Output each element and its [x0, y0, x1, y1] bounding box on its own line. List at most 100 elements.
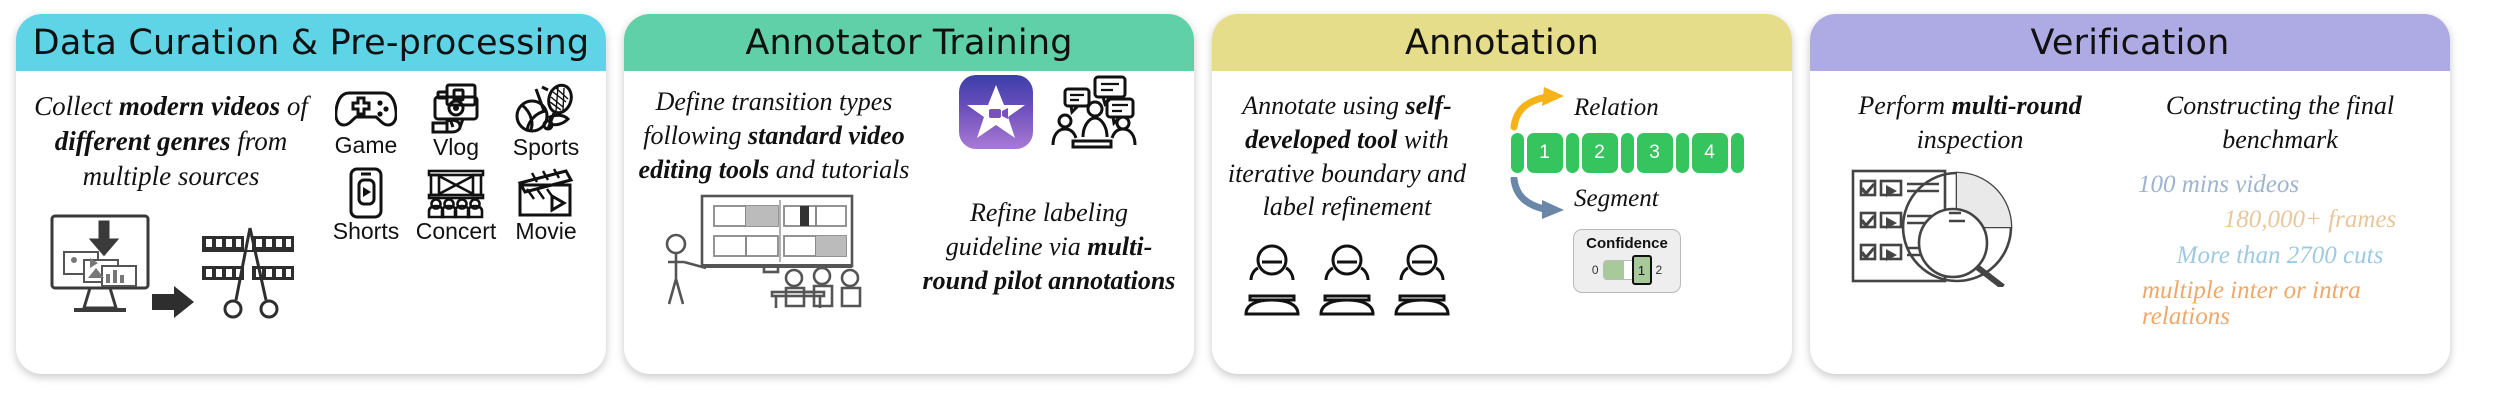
- panel-3-title: Annotation: [1405, 22, 1599, 63]
- segment-box[interactable]: 1: [1526, 133, 1563, 173]
- phone-icon: [349, 167, 383, 219]
- desc-part: from multiple sources: [82, 126, 288, 192]
- stat-item: multiple inter or intra relations: [2142, 276, 2361, 331]
- genre-label: Sports: [512, 134, 580, 160]
- desc-bold: multi-round pilot annotations: [922, 232, 1176, 295]
- panel-4-title: Verification: [2030, 22, 2230, 63]
- panel-annotator-training: Annotator Training Define transition typ…: [624, 14, 1194, 374]
- classroom-presentation-art: [665, 195, 862, 309]
- genre-label: Shorts: [332, 218, 400, 244]
- desc-bold-2: different genres: [54, 126, 231, 157]
- team-discussion-icon: [1051, 75, 1137, 149]
- panel-3-body: Annotate using self-developed tool with …: [1212, 71, 1792, 374]
- relation-label: Relation: [1574, 94, 1659, 121]
- curation-pipeline-art: [44, 208, 299, 333]
- segment-divider: [1565, 133, 1579, 173]
- panel-1-title: Data Curation & Pre-processing: [32, 22, 590, 63]
- clapperboard-icon: [517, 168, 574, 217]
- genre-item-shorts: Shorts: [333, 167, 399, 245]
- concert-icon: [427, 169, 485, 219]
- segment-divider: [1730, 133, 1744, 173]
- panel-data-curation: Data Curation & Pre-processing Collect m…: [16, 14, 606, 374]
- stat-item: More than 2700 cuts: [2176, 242, 2384, 270]
- segment-box[interactable]: 2: [1581, 133, 1618, 173]
- desc-part: of: [280, 91, 308, 121]
- segment-box[interactable]: 3: [1636, 133, 1673, 173]
- panel-3-header: Annotation: [1212, 14, 1792, 71]
- relation-row: Relation: [1508, 85, 1659, 131]
- panel-2-bottom-row: Refine labeling guideline via multi-roun…: [634, 192, 1184, 310]
- segment-box[interactable]: 4: [1691, 133, 1728, 173]
- panel-1-genre-column: Game: [316, 75, 596, 366]
- panel-2-title: Annotator Training: [745, 22, 1073, 63]
- camera-icon: [431, 83, 479, 134]
- genre-item-movie: Movie: [514, 167, 578, 245]
- segment-divider: [1620, 133, 1634, 173]
- confidence-title: Confidence: [1586, 235, 1668, 252]
- confidence-fill: [1603, 261, 1624, 279]
- desc-part: Refine labeling guideline via: [945, 198, 1129, 262]
- gamepad-icon: [334, 91, 397, 127]
- panel-2-header: Annotator Training: [624, 14, 1194, 71]
- desc-part: Annotate using: [1242, 91, 1406, 120]
- panel-verification: Verification Perform multi-round inspect…: [1810, 14, 2450, 374]
- confidence-min-label: 0: [1591, 263, 1599, 277]
- panel-2-body: Define transition types following standa…: [624, 71, 1194, 374]
- relation-arrow-icon: [1510, 87, 1564, 131]
- segment-strip: 1 2 3 4: [1510, 133, 1744, 173]
- panel-3-left-column: Annotate using self-developed tool with …: [1222, 75, 1472, 366]
- genre-label: Movie: [515, 218, 577, 244]
- desc-bold: self-developed tool: [1245, 91, 1452, 154]
- panel-4-right-column: Constructing the final benchmark 100 min…: [2120, 75, 2440, 366]
- panel-1-description: Collect modern videos of different genre…: [26, 89, 316, 194]
- classroom-art-wrap: [634, 192, 914, 310]
- checklist-piechart-magnifier-icon: [1851, 169, 2013, 287]
- segment-divider: [1675, 133, 1689, 173]
- segment-row: Segment: [1508, 177, 1659, 221]
- panel-4-body: Perform multi-round inspection: [1810, 71, 2450, 374]
- sports-icon: [515, 83, 573, 133]
- imovie-star-icon: [959, 75, 1033, 149]
- genre-label: Vlog: [432, 134, 480, 160]
- confidence-knob[interactable]: 1: [1631, 255, 1652, 285]
- panel-annotation: Annotation Annotate using self-developed…: [1212, 14, 1792, 374]
- panel-2-description-bottom: Refine labeling guideline via multi-roun…: [914, 192, 1184, 297]
- panel-4-left-column: Perform multi-round inspection: [1820, 75, 2120, 366]
- panel-1-header: Data Curation & Pre-processing: [16, 14, 606, 71]
- panel-4-subtitle: Constructing the final benchmark: [2165, 91, 2395, 154]
- genre-item-concert: Concert: [415, 167, 497, 245]
- desc-part: and tutorials: [769, 154, 910, 184]
- confidence-widget[interactable]: Confidence 0 1 2: [1573, 229, 1681, 293]
- desc-part: with iterative boundary and label refine…: [1227, 124, 1467, 222]
- genre-item-game: Game: [334, 83, 398, 159]
- genre-item-sports: Sports: [513, 83, 579, 161]
- confidence-slider[interactable]: 0 1 2: [1592, 255, 1662, 285]
- panel-4-header: Verification: [1810, 14, 2450, 71]
- confidence-max-label: 2: [1655, 263, 1663, 277]
- desc-part: Perform: [1858, 91, 1952, 120]
- panel-1-left-column: Collect modern videos of different genre…: [26, 75, 316, 366]
- panel-2-icon-row: [914, 75, 1184, 149]
- desc-bold: standard video editing tools: [638, 120, 905, 184]
- benchmark-stats-list: 100 mins videos 180,000+ frames More tha…: [2120, 171, 2440, 331]
- panel-2-top-row: Define transition types following standa…: [634, 75, 1184, 186]
- three-annotators-icon: [1244, 244, 1450, 316]
- desc-bold: multi-round: [1951, 91, 2082, 120]
- desc-part: Collect: [34, 91, 119, 121]
- segment-divider: [1510, 133, 1524, 173]
- panel-4-description: Perform multi-round inspection: [1820, 89, 2120, 157]
- segment-label: Segment: [1574, 185, 1659, 212]
- desc-part: Define transition types following: [643, 87, 893, 150]
- stat-item: 100 mins videos: [2138, 170, 2300, 198]
- desc-part: inspection: [1916, 124, 2024, 154]
- genre-label: Concert: [415, 218, 497, 244]
- genre-grid: Game: [321, 83, 591, 251]
- genre-item-vlog: Vlog: [425, 83, 487, 161]
- desc-bold-1: modern videos: [118, 91, 281, 121]
- stat-item: 180,000+ frames: [2223, 206, 2397, 234]
- panel-3-right-column: Relation 1 2 3 4: [1472, 75, 1782, 366]
- panel-3-description: Annotate using self-developed tool with …: [1222, 89, 1472, 224]
- panel-1-body: Collect modern videos of different genre…: [16, 71, 606, 374]
- genre-label: Game: [334, 132, 398, 158]
